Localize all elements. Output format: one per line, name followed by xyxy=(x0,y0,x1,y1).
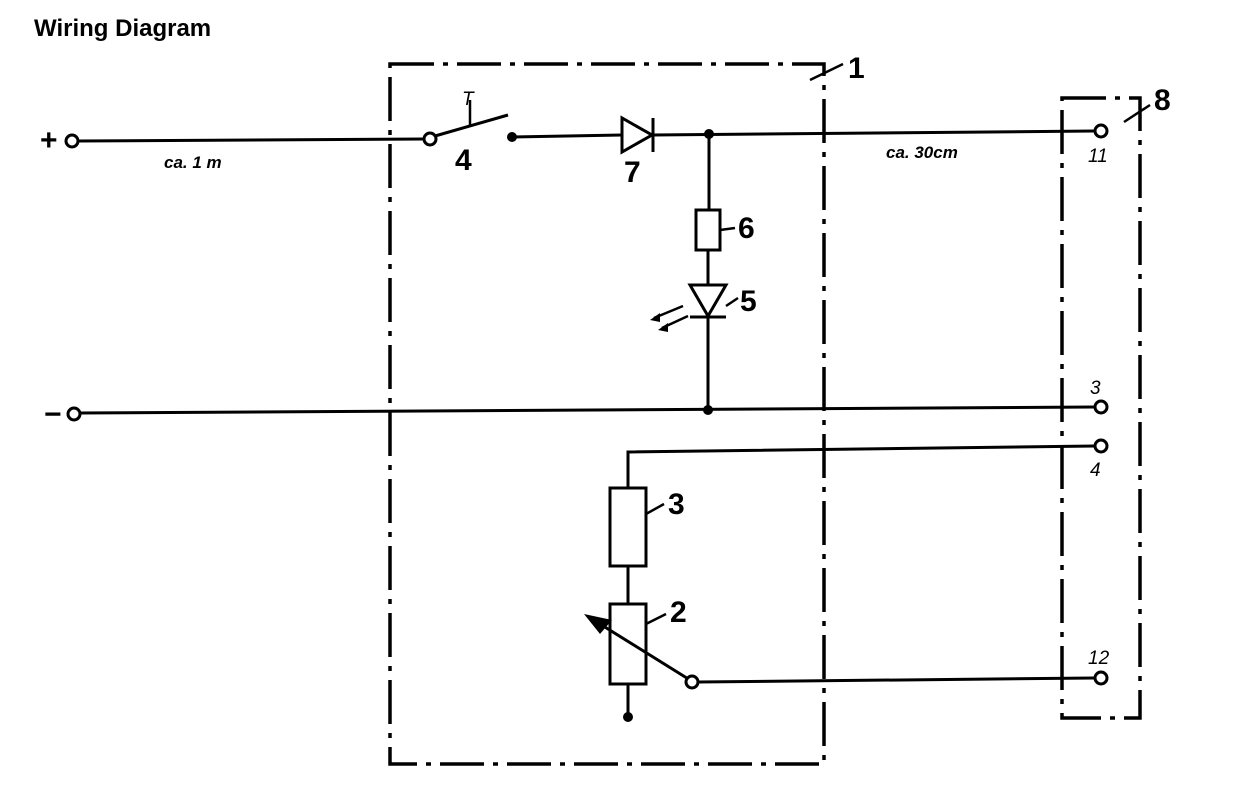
minus-terminal xyxy=(66,406,82,422)
led-symbol xyxy=(687,283,729,319)
pin-3-label: 3 xyxy=(1090,378,1101,399)
wiper-terminal xyxy=(684,674,700,690)
switch-label: 4 xyxy=(455,144,472,177)
switch-lever xyxy=(434,113,509,138)
housing-label: 1 xyxy=(848,52,865,85)
connector-leader-line xyxy=(1123,103,1151,124)
wiper-arrow-icon xyxy=(584,614,612,634)
connector-label: 8 xyxy=(1154,84,1171,117)
potentiometer xyxy=(608,602,648,686)
switch-diode-wire xyxy=(511,133,623,139)
diagram-title: Wiring Diagram xyxy=(34,15,211,42)
switch-symbol: T xyxy=(462,89,475,110)
pin-11-terminal xyxy=(1093,123,1109,139)
resistor xyxy=(608,486,648,568)
housing-leader-line xyxy=(809,62,844,82)
diode-symbol xyxy=(620,115,656,155)
potentiometer-label: 2 xyxy=(670,596,687,629)
pin-4-label: 4 xyxy=(1090,460,1101,481)
plus-terminal-sign: + xyxy=(40,124,58,157)
housing-outline xyxy=(388,62,826,766)
minus-terminal-sign: − xyxy=(44,398,62,431)
switch-contact-left xyxy=(422,131,438,147)
led-light-arrows-icon xyxy=(650,304,689,332)
plus-terminal xyxy=(64,133,80,149)
led-resistor xyxy=(694,208,722,252)
plus-wire xyxy=(77,137,425,143)
wire-to-pin-4 xyxy=(626,444,1096,488)
minus-wire xyxy=(79,405,1095,415)
wire-to-pin-12 xyxy=(697,676,1095,684)
led-resistor-leader xyxy=(719,226,736,232)
resistor-leader xyxy=(645,502,665,516)
led-label: 5 xyxy=(740,285,757,318)
led-leader xyxy=(725,296,739,308)
wire-to-pin-11 xyxy=(652,129,1095,137)
pin-12-terminal xyxy=(1093,670,1109,686)
pin-3-terminal xyxy=(1093,399,1109,415)
pin-11-label: 11 xyxy=(1088,146,1108,167)
led-resistor-label: 6 xyxy=(738,212,755,245)
potentiometer-wiper xyxy=(599,622,691,682)
diode-label: 7 xyxy=(624,156,641,189)
pin-4-terminal xyxy=(1093,438,1109,454)
cable-length-note-1m: ca. 1 m xyxy=(164,153,222,172)
potentiometer-end-dot xyxy=(623,712,633,722)
pin-12-label: 12 xyxy=(1088,648,1110,669)
potentiometer-leader xyxy=(645,612,667,626)
resistor-label: 3 xyxy=(668,488,685,521)
cable-length-note-30cm: ca. 30cm xyxy=(886,143,958,162)
